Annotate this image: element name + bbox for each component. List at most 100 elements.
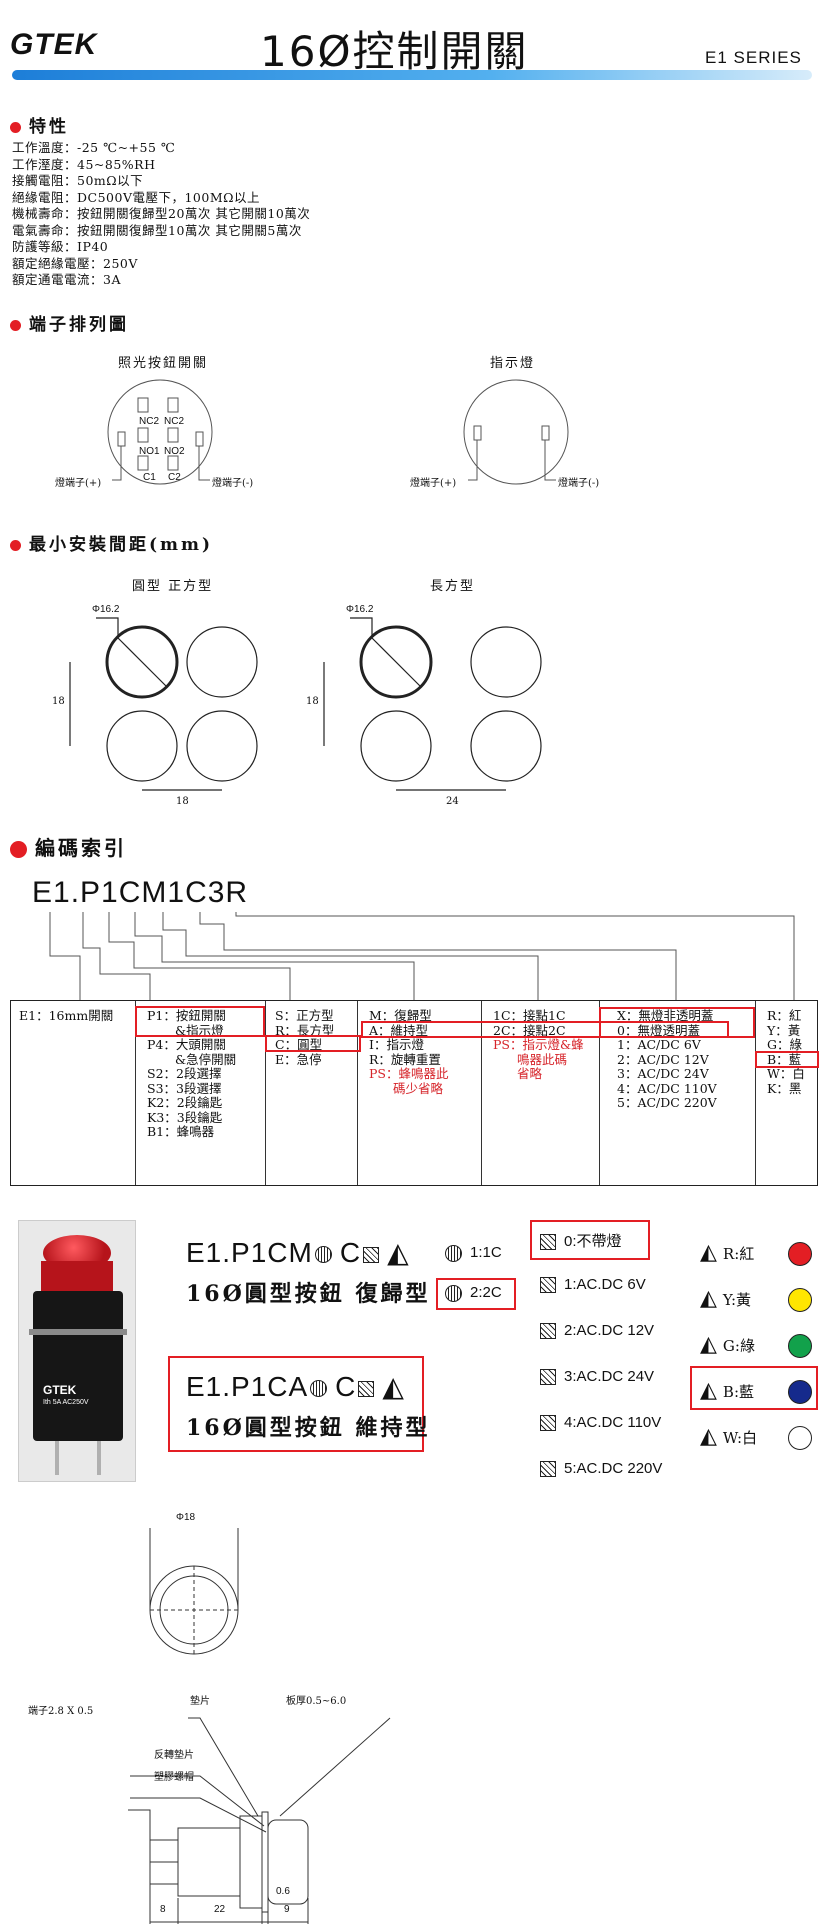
color-option: ◭ R:紅	[700, 1240, 754, 1265]
color-swatch	[788, 1242, 812, 1266]
spec-line: 接觸電阻：50mΩ以下	[12, 173, 144, 188]
color-label: Y:黃	[722, 1291, 752, 1309]
lamp-minus-label: 燈端子(-)	[212, 478, 254, 489]
code-col-lamp: X：無燈非透明蓋 0：無燈透明蓋 1：AC/DC 6V 2：AC/DC 12V …	[617, 1008, 717, 1110]
lamp-plus-label: 燈端子(+)	[410, 478, 457, 489]
color-swatch	[788, 1334, 812, 1358]
spacing-heading: 最小安裝間距(mm)	[10, 530, 213, 555]
code-col-shape: S：正方型 R：長方型 C：圓型 E：急停	[275, 1008, 335, 1067]
button-body	[33, 1291, 123, 1441]
highlight-box	[265, 1035, 361, 1052]
dim-d3: 0.6	[276, 1886, 290, 1897]
model-code: E1.P1CM1C3R	[32, 876, 249, 909]
brand-logo: GTEK	[10, 28, 98, 61]
spec-line: 工作溫度：-25 ℃~+55 ℃	[12, 140, 176, 155]
code-col-type: P1：按鈕開關 &指示燈 P4：大頭開關 &急停開關 S2：2段選擇 S3：3段…	[147, 1008, 237, 1139]
bullet-icon	[10, 122, 21, 133]
triangle-icon: ◭	[700, 1332, 717, 1357]
highlight-box	[436, 1278, 516, 1310]
highlight-box	[135, 1006, 265, 1037]
series-label: E1 SERIES	[705, 48, 802, 67]
v-dim: 18	[52, 696, 65, 707]
color-option: ◭ B:藍	[700, 1378, 754, 1403]
dim-terminal: 端子2.8 X 0.5	[28, 1706, 94, 1717]
code-col-series: E1：16mm開關	[19, 1008, 114, 1023]
photo-rating: Ith 5A AC250V	[43, 1399, 89, 1406]
color-swatch	[788, 1288, 812, 1312]
features-list: 工作溫度：-25 ℃~+55 ℃ 工作溼度：45~85%RH 接觸電阻：50mΩ…	[12, 140, 310, 289]
color-swatch	[788, 1380, 812, 1404]
triangle-icon: ◭	[700, 1424, 717, 1449]
terminal-pin	[55, 1441, 59, 1475]
photo-brand: GTEK	[43, 1383, 77, 1397]
contact-option: 2:2C	[445, 1284, 502, 1302]
lamp-minus-label: 燈端子(-)	[558, 478, 600, 489]
code-col-action: M：復歸型 A：維持型 I：指示燈 R：旋轉重置 PS：蜂鳴器此 碼少省略	[369, 1008, 449, 1096]
pin-label: C1	[143, 472, 156, 483]
code-connector-lines	[49, 912, 795, 1000]
lamp-option: 3:AC.DC 24V	[540, 1368, 654, 1386]
header-bar	[12, 70, 812, 80]
highlight-box	[690, 1366, 818, 1410]
terminals-heading: 端子排列圖	[10, 310, 129, 335]
product-photo: GTEK Ith 5A AC250V	[18, 1220, 136, 1482]
button-ring	[29, 1329, 127, 1335]
dimension-drawing	[128, 1528, 391, 1924]
lamp-option: 2:AC.DC 12V	[540, 1322, 654, 1340]
v-dim: 18	[306, 696, 319, 707]
page-title: 16Ø控制開關	[260, 27, 529, 76]
button-lens	[41, 1261, 113, 1291]
h-dim: 18	[176, 796, 189, 807]
dim-plate: 板厚0.5~6.0	[286, 1696, 347, 1707]
lamp-option: 5:AC.DC 220V	[540, 1460, 662, 1478]
pin-label: C2	[168, 472, 181, 483]
spec-line: 額定通電電流：3A	[12, 272, 121, 287]
dim-nut: 塑膠螺帽	[154, 1772, 194, 1783]
dim-anti-gasket: 反轉墊片	[154, 1750, 194, 1761]
code-heading: 編碼索引	[10, 832, 127, 861]
lamp-option: 0:不帶燈	[540, 1230, 622, 1251]
terminal-left-title: 照光按鈕開關	[118, 356, 209, 371]
bullet-icon	[10, 320, 21, 331]
terminal-diagram	[107, 379, 569, 485]
dim-gasket: 墊片	[190, 1696, 210, 1707]
color-swatch	[788, 1426, 812, 1450]
color-label: G:綠	[722, 1337, 755, 1355]
color-label: R:紅	[722, 1245, 755, 1263]
contact-option: 1:1C	[445, 1244, 502, 1262]
product-desc-1: 16Ø圓型按鈕 復歸型	[186, 1281, 431, 1307]
highlight-box	[599, 1007, 755, 1038]
dia-label: Φ16.2	[92, 604, 120, 615]
spacing-left-title: 圓型 正方型	[132, 579, 214, 594]
color-option: ◭ G:綠	[700, 1332, 755, 1357]
color-option: ◭ Y:黃	[700, 1286, 751, 1311]
spacing-right-title: 長方型	[430, 579, 476, 594]
code-col-contact: 1C：接點1C 2C：接點2C PS：指示燈&蜂 鳴器此碼 省略	[493, 1008, 584, 1081]
bullet-icon	[10, 841, 27, 858]
h-dim: 24	[446, 796, 459, 807]
highlight-box	[755, 1051, 819, 1068]
lamp-option: 4:AC.DC 110V	[540, 1414, 661, 1432]
code-table: E1：16mm開關 P1：按鈕開關 &指示燈 P4：大頭開關 &急停開關 S2：…	[10, 1000, 819, 1186]
pin-label: NC2	[164, 416, 185, 427]
triangle-icon: ◭	[700, 1286, 717, 1311]
highlight-box	[530, 1220, 650, 1260]
color-label: W:白	[722, 1429, 758, 1447]
highlight-box	[361, 1021, 729, 1038]
spec-line: 絕緣電阻：DC500V電壓下，100MΩ以上	[12, 189, 260, 205]
color-label: B:藍	[722, 1383, 754, 1401]
code-col-color: R：紅 Y：黃 G：綠 B：藍 W：白 K：黑	[767, 1008, 805, 1096]
triangle-icon: ◭	[700, 1378, 717, 1403]
highlight-box	[168, 1356, 424, 1452]
dim-dia: Φ18	[176, 1512, 196, 1523]
pin-label: NO2	[164, 446, 185, 457]
lamp-option: 1:AC.DC 6V	[540, 1276, 646, 1294]
spec-line: 防護等級：IP40	[12, 239, 109, 254]
spec-line: 電氣壽命：按鈕開關復歸型10萬次 其它開關5萬次	[12, 222, 302, 238]
pin-label: NC2	[139, 416, 160, 427]
triangle-icon: ◭	[700, 1240, 717, 1265]
bullet-icon	[10, 540, 21, 551]
pin-label: NO1	[139, 446, 160, 457]
